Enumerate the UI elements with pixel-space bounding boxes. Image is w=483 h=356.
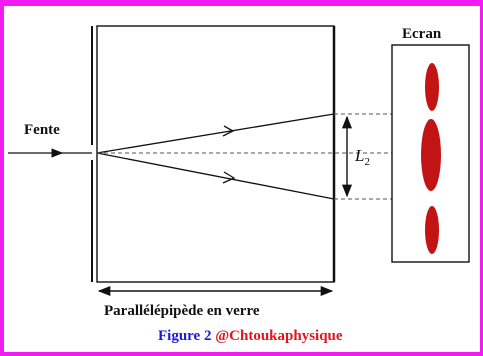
upper-ray: [96, 113, 335, 154]
glass-block-label: Parallélépipède en verre: [104, 303, 260, 319]
figure-credit: @Chtoukaphysique: [215, 328, 343, 344]
figure-number: Figure 2: [158, 328, 211, 344]
L2-label: L2: [354, 146, 370, 168]
slit-label: Fente: [24, 122, 60, 138]
figure-caption: Figure 2 @Chtoukaphysique: [158, 328, 343, 344]
glass-block: [96, 25, 335, 283]
diffraction-spot-central: [421, 119, 441, 191]
lower-ray: [96, 152, 335, 200]
screen-label: Ecran: [402, 26, 442, 42]
lower-ray-arrowhead: [222, 171, 236, 184]
diffraction-spot-top: [425, 63, 439, 111]
upper-ray-arrowhead: [222, 125, 235, 137]
diffraction-spot-bottom: [425, 206, 439, 254]
